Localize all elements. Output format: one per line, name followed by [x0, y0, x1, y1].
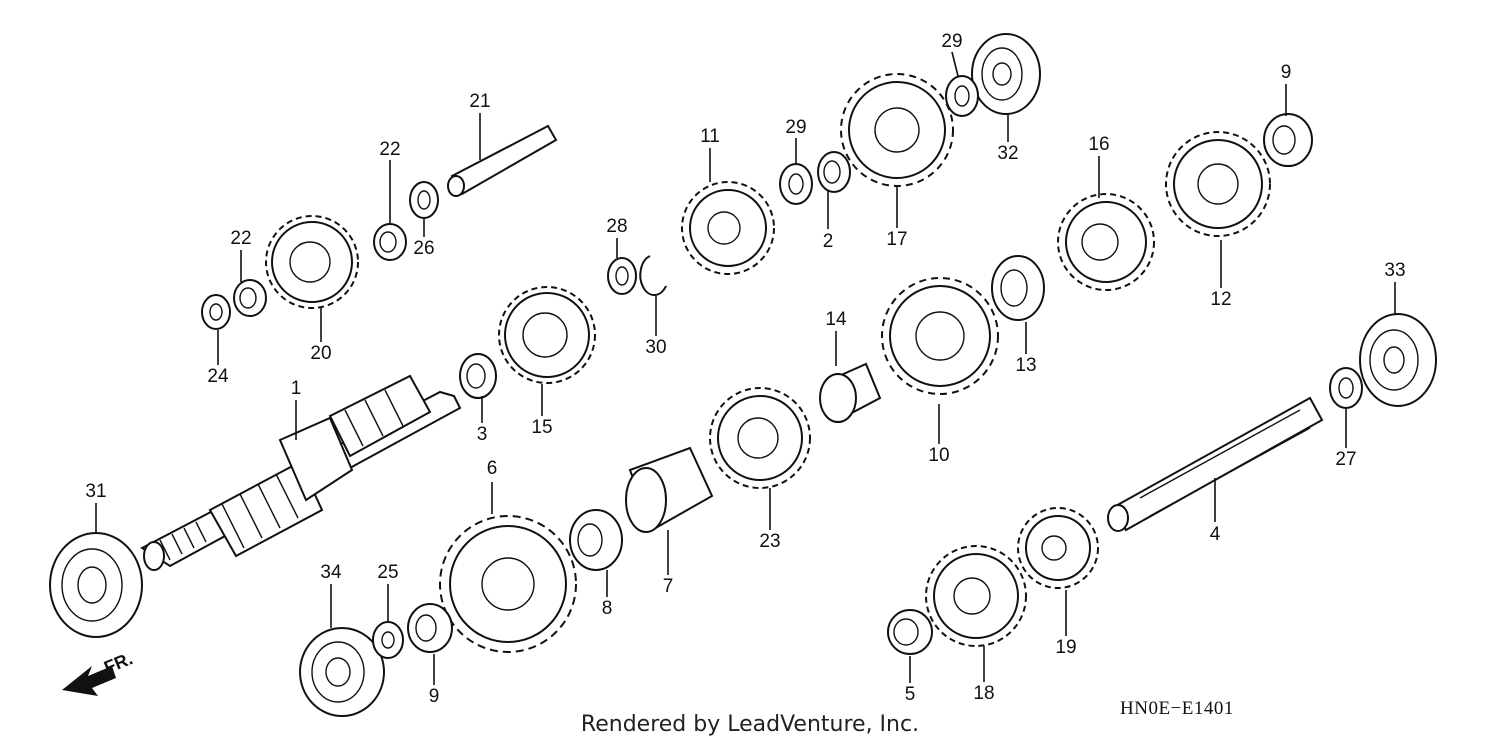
callout-20: 20 [310, 343, 331, 364]
gear-18 [925, 545, 1027, 647]
gear-15 [498, 286, 596, 384]
callout-9-bottom: 9 [429, 686, 440, 707]
leader-lines [95, 51, 1396, 685]
callout-6: 6 [487, 458, 498, 479]
callout-21: 21 [469, 91, 490, 112]
callout-32: 32 [997, 143, 1018, 164]
callout-7: 7 [663, 576, 674, 597]
callout-labels: 1 2 3 4 5 6 7 8 9 9 10 11 12 13 14 15 16… [85, 31, 1405, 707]
gear-16 [1057, 193, 1155, 291]
callout-22-upper: 22 [379, 139, 400, 160]
callout-22-lower: 22 [230, 228, 251, 249]
washer-28 [607, 257, 637, 295]
gear-11 [681, 181, 775, 275]
countershaft [1107, 396, 1324, 532]
gear-10 [881, 277, 999, 395]
bushing-2 [817, 151, 851, 193]
callout-8: 8 [602, 598, 613, 619]
gear-20 [265, 215, 359, 309]
needle-bearing-9-bottom [407, 603, 453, 653]
callout-19: 19 [1055, 637, 1076, 658]
washer-29-mid [779, 163, 813, 205]
callout-14: 14 [825, 309, 847, 330]
callout-2: 2 [823, 231, 834, 252]
callout-15: 15 [531, 417, 552, 438]
gear-17 [840, 73, 954, 187]
callout-18: 18 [973, 683, 994, 704]
bearing-34 [299, 627, 385, 717]
callout-12: 12 [1210, 289, 1231, 310]
callout-23: 23 [759, 531, 780, 552]
circlip-30 [639, 255, 667, 296]
callout-33: 33 [1384, 260, 1405, 281]
callout-34: 34 [320, 562, 342, 583]
callout-28: 28 [606, 216, 627, 237]
front-direction-arrow-icon [62, 666, 116, 696]
bearing-31 [49, 532, 143, 638]
render-credit: Rendered by LeadVenture, Inc. [580, 712, 920, 737]
callout-5: 5 [905, 684, 916, 705]
gear-12 [1165, 131, 1271, 237]
callout-4: 4 [1210, 524, 1221, 545]
callout-29-mid: 29 [785, 117, 806, 138]
washer-29-top [945, 75, 979, 117]
needle-bearing-8 [569, 509, 623, 571]
bearing-32 [971, 33, 1041, 115]
spacer-22-upper [373, 223, 407, 261]
bushing-3 [459, 353, 497, 399]
needle-bearing-13 [991, 255, 1045, 321]
gear-23 [709, 387, 811, 489]
callout-26: 26 [413, 238, 434, 259]
washer-26 [409, 181, 439, 219]
callout-31: 31 [85, 481, 106, 502]
hub-7 [625, 446, 714, 533]
pin-21 [447, 124, 558, 197]
needle-bearing-14 [819, 362, 882, 423]
gear-19 [1017, 507, 1099, 589]
washer-25 [372, 621, 404, 659]
callout-9-top: 9 [1281, 62, 1292, 83]
callout-10: 10 [928, 445, 949, 466]
spacer-22-lower [233, 279, 267, 317]
callout-25: 25 [377, 562, 398, 583]
callout-16: 16 [1088, 134, 1109, 155]
callout-24: 24 [207, 366, 229, 387]
drawing-code: HN0E−E1401 [1120, 698, 1234, 719]
washer-24 [201, 294, 231, 330]
callout-1: 1 [291, 378, 302, 399]
gear-6 [439, 515, 577, 653]
callout-17: 17 [886, 229, 907, 250]
washer-27 [1329, 367, 1363, 409]
callout-13: 13 [1015, 355, 1036, 376]
needle-bearing-9-top [1263, 113, 1313, 167]
callout-27: 27 [1335, 449, 1356, 470]
collar-5 [887, 609, 933, 655]
callout-29-top: 29 [941, 31, 962, 52]
callout-3: 3 [477, 424, 488, 445]
bearing-33 [1359, 313, 1437, 407]
main-shaft [140, 374, 462, 571]
callout-11: 11 [700, 126, 720, 147]
callout-30: 30 [645, 337, 666, 358]
